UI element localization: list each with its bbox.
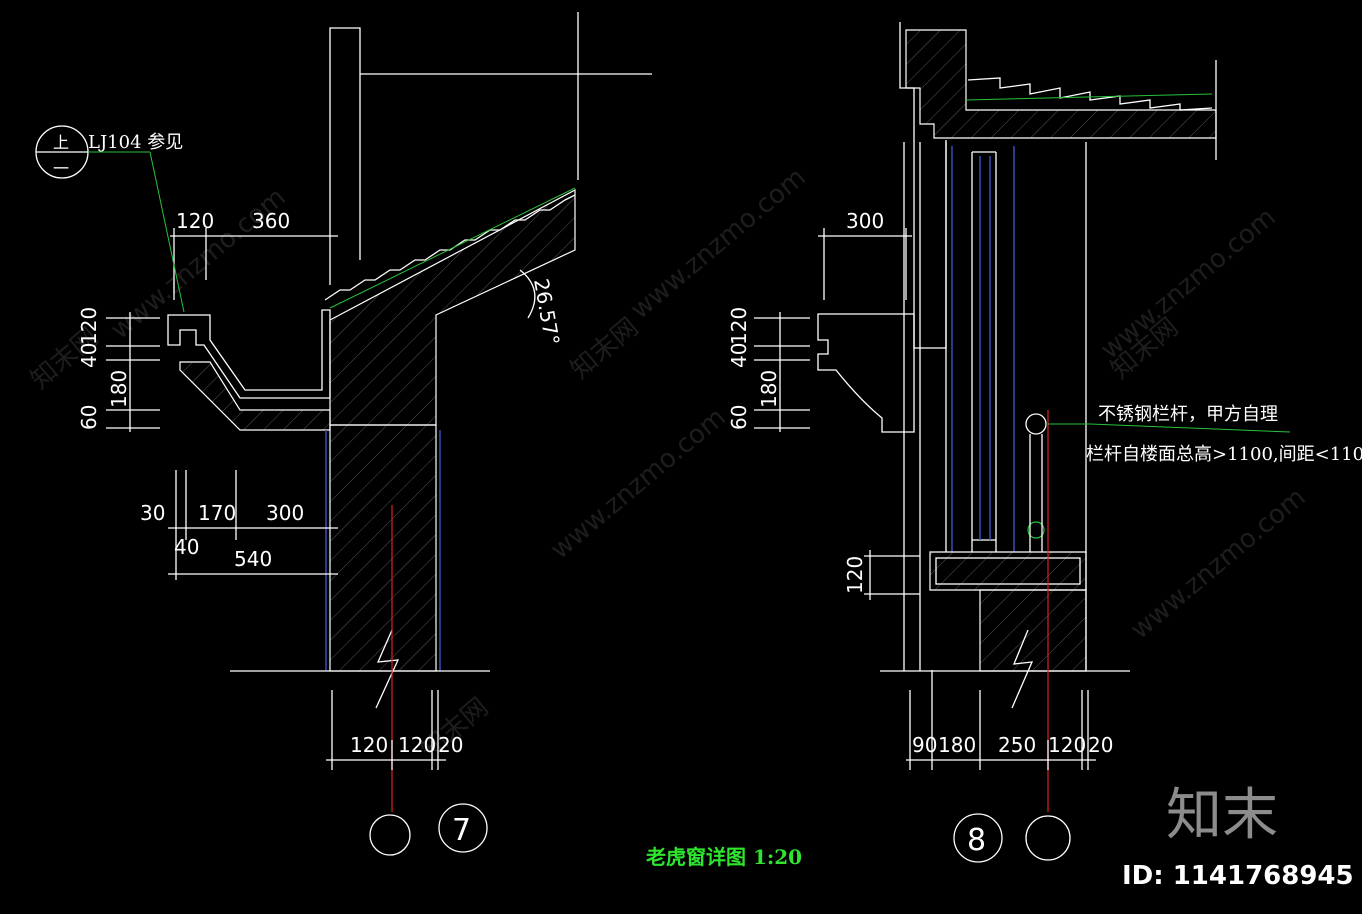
railing-note-line1: 不锈钢栏杆，甲方自理: [1098, 404, 1278, 425]
dim-7-vert-60: 60: [77, 405, 101, 430]
detail-7-bubbles: 7: [369, 803, 488, 856]
dim-8-bottom-180: 180: [938, 733, 976, 757]
dim-8-bottom-250: 250: [998, 733, 1036, 757]
roof-angle-label: 26.57°: [529, 277, 564, 347]
dim-7-mid-300: 300: [266, 501, 304, 525]
watermark-site: www.znzmo.com: [105, 182, 291, 345]
dim-7-top-360: 360: [252, 209, 290, 233]
detail-8-bubbles: 8: [953, 813, 1071, 863]
roof-tiles: [324, 187, 576, 309]
dim-7-mid-170: 170: [198, 501, 236, 525]
ref-symbol-bottom: 一: [53, 159, 69, 178]
dim-8-bottom-90: 90: [912, 733, 937, 757]
dim-7-vert-40: 40: [77, 343, 101, 368]
dim-7-bottom-120a: 120: [350, 733, 388, 757]
detail-8-section: 不锈钢栏杆，甲方自理 栏杆自楼面总高>1100,间距<110: [817, 22, 1362, 812]
ref-symbol-top: 上: [53, 133, 69, 152]
watermark-site: www.znzmo.com: [1125, 482, 1311, 645]
roof-tiles-8: [965, 77, 1213, 111]
dim-7-vert-180: 180: [107, 370, 131, 408]
detail-8-number: 8: [967, 823, 986, 858]
detail-7-number: 7: [452, 813, 471, 848]
watermark-site: www.znzmo.com: [625, 162, 811, 325]
dim-7-span-540: 540: [234, 547, 272, 571]
dim-8-vert-180: 180: [757, 370, 781, 408]
dim-8-bottom-120: 120: [1048, 733, 1086, 757]
watermark-site: www.znzmo.com: [1095, 202, 1281, 365]
dim-7-mid-40: 40: [174, 535, 199, 559]
watermark-cn: 知末网: [565, 312, 644, 385]
dim-8-top-300: 300: [846, 209, 884, 233]
dim-7-bottom-120b: 120: [398, 733, 436, 757]
dim-7-bottom-20: 20: [438, 733, 463, 757]
detail-7-dimensions: 120 360 120 40 180 60 30 170 300 40 540 …: [77, 209, 463, 770]
brand-watermark: 知末: [1166, 783, 1278, 848]
watermark-site: www.znzmo.com: [545, 402, 731, 565]
dim-7-vert-120: 120: [77, 307, 101, 345]
reference-symbol: 上 一 LJ104 参见: [35, 125, 185, 313]
dim-8-sill-120: 120: [843, 556, 867, 594]
dim-8-vert-60: 60: [727, 405, 751, 430]
dim-7-mid-30: 30: [140, 501, 165, 525]
railing-note-line2: 栏杆自楼面总高>1100,间距<110: [1086, 444, 1362, 465]
reference-label: LJ104 参见: [88, 132, 183, 153]
detail-7-section: 26.57°: [167, 12, 652, 812]
detail-8-dimensions: 300 120 40 180 60 120 90 180 250 120 20: [727, 209, 1113, 770]
dim-8-bottom-20: 20: [1088, 733, 1113, 757]
drawing-title: 老虎窗详图 1:20: [646, 845, 802, 869]
dim-7-top-120: 120: [176, 209, 214, 233]
dim-8-vert-40: 40: [727, 343, 751, 368]
dim-8-vert-120: 120: [727, 307, 751, 345]
drawing-id: ID: 1141768945: [1122, 861, 1354, 891]
